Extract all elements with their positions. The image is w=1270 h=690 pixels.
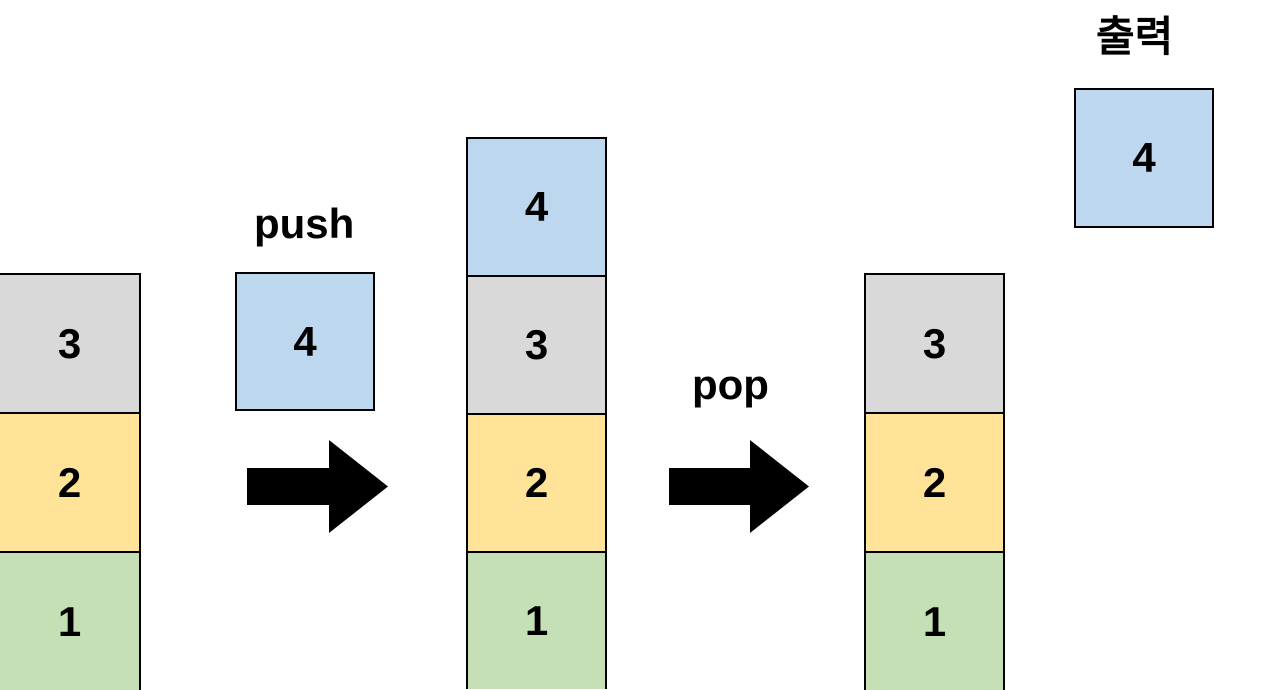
stack-cell: 4: [466, 137, 607, 275]
output-item-value: 4: [1132, 134, 1156, 181]
push-arrow-icon: [247, 440, 388, 533]
initial-stack: 3 2 1: [0, 273, 141, 690]
stack-cell-value: 3: [922, 319, 947, 367]
stack-cell-value: 1: [524, 597, 549, 644]
stack-after-pop: 3 2 1: [864, 273, 1005, 690]
pop-label: pop: [692, 361, 769, 408]
stack-cell: 1: [0, 551, 141, 690]
stack-cell-value: 2: [524, 459, 549, 506]
stack-cell-value: 3: [524, 321, 549, 368]
stack-cell-value: 3: [57, 319, 82, 367]
stack-cell: 1: [864, 551, 1005, 690]
output-item-box: 4: [1074, 88, 1214, 228]
stack-cell: 2: [0, 412, 141, 551]
stack-cell: 2: [864, 412, 1005, 551]
stack-after-push: 4 3 2 1: [466, 137, 607, 689]
stack-cell: 3: [864, 273, 1005, 412]
stack-cell-value: 2: [922, 458, 947, 506]
stack-cell-value: 4: [524, 183, 549, 230]
push-label: push: [254, 200, 355, 247]
stack-cell: 1: [466, 551, 607, 689]
push-item-box: 4: [235, 272, 375, 411]
pop-arrow-icon: [669, 440, 809, 533]
stack-cell: 2: [466, 413, 607, 551]
stack-cell-value: 1: [922, 597, 947, 645]
output-label: 출력: [1096, 13, 1174, 60]
stack-cell-value: 1: [57, 597, 82, 645]
stack-cell: 3: [466, 275, 607, 413]
stack-cell-value: 2: [57, 458, 82, 506]
push-item-value: 4: [293, 317, 317, 365]
stack-cell: 3: [0, 273, 141, 412]
